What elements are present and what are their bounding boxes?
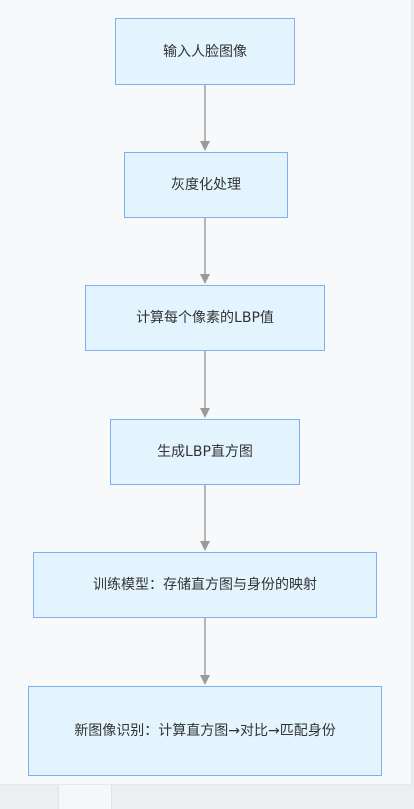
node-label: 输入人脸图像 — [163, 43, 247, 60]
edge-n1-n2 — [200, 85, 210, 151]
node-recognize-new-image: 新图像识别：计算直方图→对比→匹配身份 — [28, 686, 382, 776]
node-input-face-image: 输入人脸图像 — [115, 18, 295, 85]
node-train-model: 训练模型：存储直方图与身份的映射 — [33, 552, 377, 618]
node-grayscale: 灰度化处理 — [124, 152, 288, 218]
edge-n5-n6 — [200, 618, 210, 685]
edge-n2-n3 — [200, 218, 210, 284]
node-label: 生成LBP直方图 — [157, 444, 253, 460]
node-label: 灰度化处理 — [171, 177, 241, 193]
node-label: 训练模型：存储直方图与身份的映射 — [93, 577, 317, 593]
node-lbp-histogram: 生成LBP直方图 — [110, 419, 300, 485]
edge-n4-n5 — [200, 485, 210, 551]
edge-n3-n4 — [200, 351, 210, 418]
diagram-panel — [0, 0, 412, 785]
node-label: 计算每个像素的LBP值 — [136, 310, 274, 326]
node-label: 新图像识别：计算直方图→对比→匹配身份 — [74, 723, 336, 739]
bottom-tab[interactable] — [58, 785, 112, 809]
node-compute-lbp: 计算每个像素的LBP值 — [85, 285, 325, 351]
